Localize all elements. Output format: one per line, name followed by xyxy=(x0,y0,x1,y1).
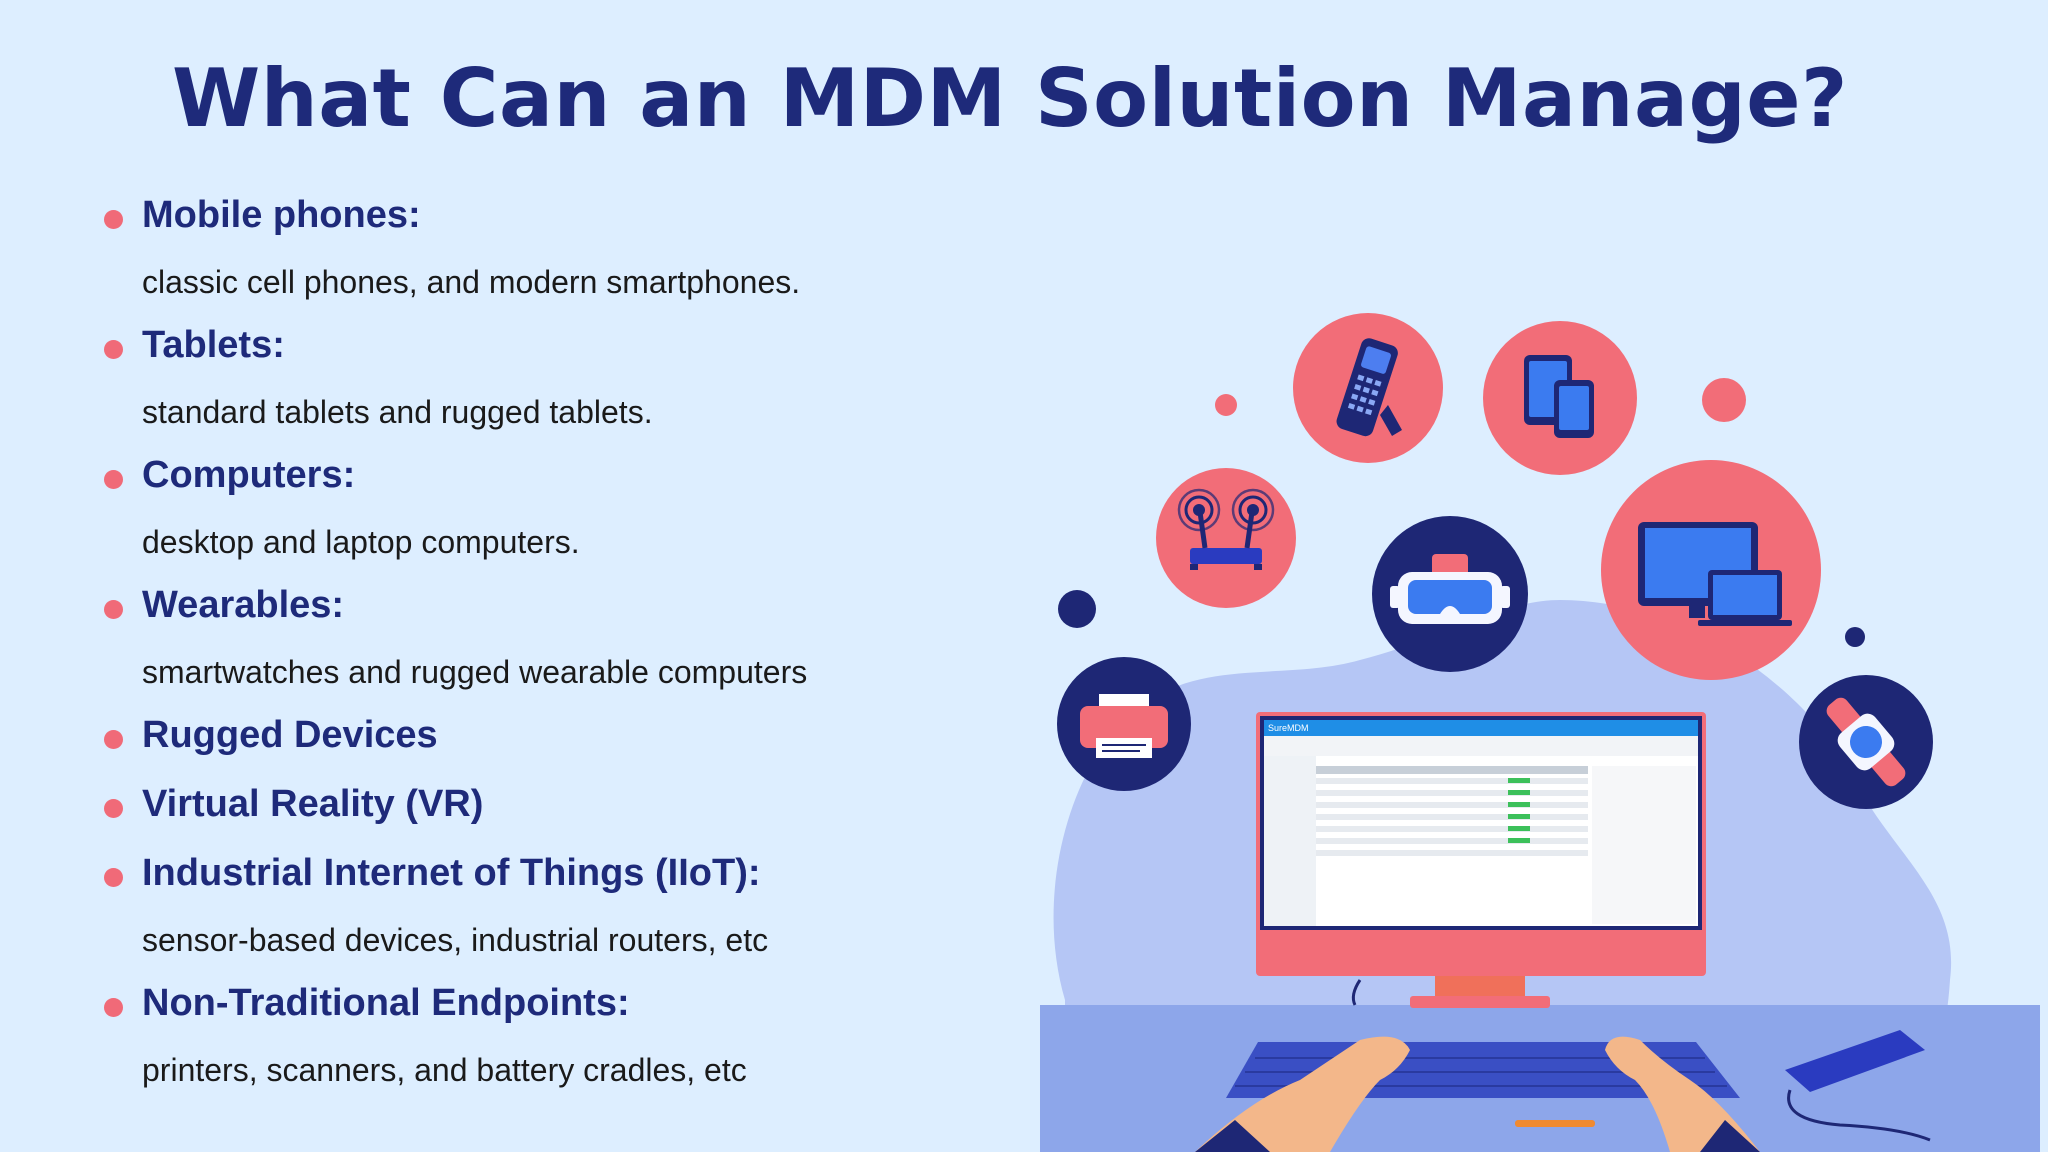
monitor: SureMDM xyxy=(1256,712,1706,1008)
tablet-icon xyxy=(1483,321,1637,475)
item-heading: Rugged Devices xyxy=(142,714,438,756)
item-heading: Computers: xyxy=(142,454,356,496)
item-description: sensor-based devices, industrial routers… xyxy=(142,922,769,958)
bullet-icon xyxy=(104,730,123,749)
decor-dot xyxy=(1845,627,1865,647)
item-description: standard tablets and rugged tablets. xyxy=(142,394,653,430)
item-description: printers, scanners, and battery cradles,… xyxy=(142,1052,747,1088)
item-description: classic cell phones, and modern smartpho… xyxy=(142,264,801,300)
printer-icon xyxy=(1057,657,1191,791)
vr-headset-icon xyxy=(1372,516,1528,672)
decor-dot xyxy=(1058,590,1096,628)
mdm-illustration: SureMDM xyxy=(1040,313,2040,1152)
hands xyxy=(1195,1036,1760,1152)
desktop-laptop-icon xyxy=(1601,460,1821,680)
screen-brand: SureMDM xyxy=(1268,723,1309,733)
item-description: smartwatches and rugged wearable compute… xyxy=(142,654,808,690)
pen xyxy=(1515,1120,1595,1127)
item-heading: Tablets: xyxy=(142,324,285,366)
bullet-icon xyxy=(104,340,123,359)
page-title: What Can an MDM Solution Manage? xyxy=(172,52,1848,145)
bullet-icon xyxy=(104,998,123,1017)
smartwatch-icon xyxy=(1799,675,1933,809)
item-heading: Mobile phones: xyxy=(142,194,421,236)
bullet-icon xyxy=(104,600,123,619)
bullet-icon xyxy=(104,470,123,489)
bullet-icon xyxy=(104,868,123,887)
item-heading: Virtual Reality (VR) xyxy=(142,783,484,825)
bullet-icon xyxy=(104,210,123,229)
decor-dot xyxy=(1215,394,1237,416)
bullet-icon xyxy=(104,799,123,818)
rugged-scanner-icon xyxy=(1293,313,1443,463)
router-icon xyxy=(1156,468,1296,608)
item-description: desktop and laptop computers. xyxy=(142,524,580,560)
item-heading: Industrial Internet of Things (IIoT): xyxy=(142,852,761,894)
item-heading: Wearables: xyxy=(142,584,345,626)
decor-dot xyxy=(1702,378,1746,422)
item-heading: Non-Traditional Endpoints: xyxy=(142,982,630,1024)
phone-on-desk xyxy=(1785,1030,1931,1142)
